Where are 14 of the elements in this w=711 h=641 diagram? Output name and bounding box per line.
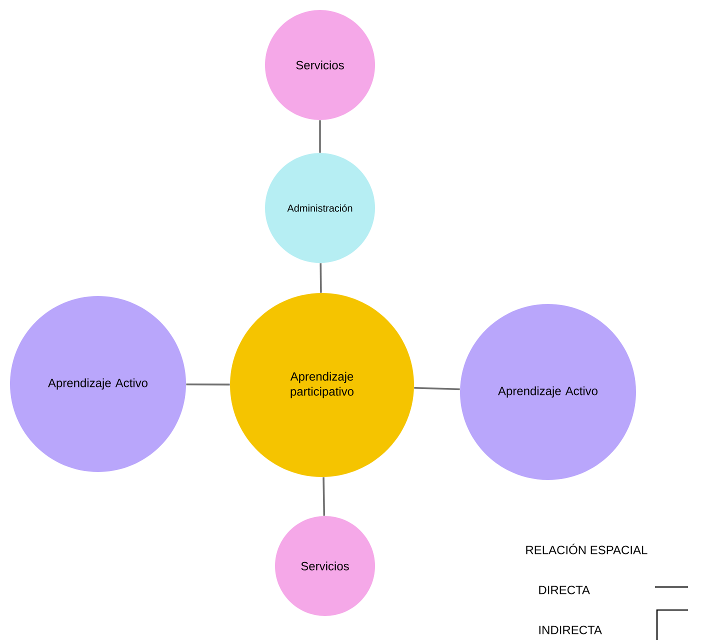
connector-line xyxy=(319,120,321,153)
connector-line xyxy=(320,263,322,293)
legend-title: RELACIÓN ESPACIAL xyxy=(526,544,648,554)
circle-node: Servicios xyxy=(265,10,375,120)
circle-node: Aprendizaje Activo xyxy=(460,304,636,480)
legend-label: INDIRECTA xyxy=(539,626,602,634)
circle-node: Administración xyxy=(265,153,375,263)
circle-node: Aprendizaje Activo xyxy=(10,296,186,472)
connector-line xyxy=(414,386,460,390)
connector-line xyxy=(186,384,230,386)
circle-node: Aprendizaje participativo xyxy=(230,293,414,477)
circle-node: Servicios xyxy=(275,516,375,616)
legend-label: DIRECTA xyxy=(539,586,590,594)
connector-line xyxy=(322,477,326,516)
